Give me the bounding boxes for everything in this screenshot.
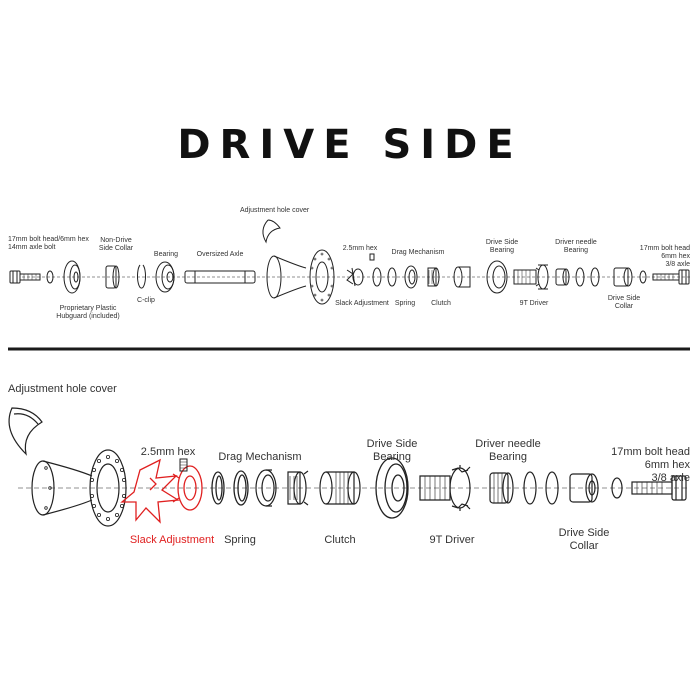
top-drag-ring [372,267,382,287]
top-label-spring: Spring [394,300,416,307]
bottom-ds-collar [569,473,599,503]
bottom-label-ds-collar: Drive Side Collar [558,527,610,552]
top-label-hex: 2.5mm hex [342,245,378,252]
bottom-label-spring: Spring [224,534,256,546]
bottom-drag-mechanism [255,469,277,507]
bottom-needle-bearing [489,472,514,504]
bottom-washer [611,477,623,499]
page-title: DRIVE SIDE [177,122,523,168]
top-left-bolt [9,270,41,284]
top-washer-right [639,270,647,284]
top-ds-bearing [486,260,508,294]
top-label-bearing: Bearing [153,251,179,258]
top-label-bolt: 17mm bolt head/6mm hex 14mm axle bolt [8,236,89,251]
top-clutch-ring [453,266,471,288]
bottom-ring-a [523,471,537,505]
top-ring-a [575,267,585,287]
bottom-label-needle: Driver needle Bearing [475,438,541,463]
top-right-bolt [652,269,690,285]
top-label-clutch: Clutch [431,300,451,307]
bottom-clutch-ratchet [287,470,309,506]
top-nd-collar [105,265,120,289]
bottom-right-bolt [631,475,687,501]
top-bearing [155,261,175,293]
top-cclip [137,264,146,289]
bottom-label-driver: 9T Driver [429,534,475,546]
bottom-label-hole-cover: Adjustment hole cover [8,383,117,395]
bottom-slack-adjustment [120,458,203,524]
bottom-label-right-bolt: 17mm bolt head 6mm hex 3/8 axle [611,446,690,484]
top-label-nd-collar: Non-Drive Side Collar [98,237,134,252]
top-axle [184,270,256,284]
bottom-driver [419,465,471,511]
bottom-label-drag: Drag Mechanism [218,451,302,463]
top-label-driver: 9T Driver [519,300,549,307]
top-washer [46,270,54,284]
top-hole-cover [262,219,281,244]
bottom-ring-b [545,471,559,505]
top-spring [387,267,397,287]
top-label-drag: Drag Mechanism [391,249,445,256]
bottom-spring [233,470,249,506]
top-needle-bearing [555,268,570,286]
bottom-ds-bearing [375,457,409,519]
top-label-needle: Driver needle Bearing [555,239,597,254]
bottom-label-slack: Slack Adjustment [129,534,215,546]
top-label-ds-bearing: Drive Side Bearing [485,239,519,254]
bottom-label-clutch: Clutch [324,534,356,546]
top-label-cclip: C-clip [137,297,155,304]
top-ds-collar [613,267,633,287]
bottom-label-hex: 2.5mm hex [140,446,196,458]
top-label-right-bolt: 17mm bolt head 6mm hex 3/8 axle [639,245,690,268]
top-label-axle: Oversized Axle [196,251,244,258]
top-label-hole-cover: Adjustment hole cover [240,207,310,214]
top-hub-shell [266,249,335,305]
top-drag-mechanism [404,265,418,289]
bottom-drag-ring [211,471,225,505]
top-clutch [427,267,440,287]
top-label-slack: Slack Adjustment [335,300,389,307]
top-label-ds-collar: Drive Side Collar [607,295,641,310]
bottom-hole-cover [8,407,43,456]
bottom-hex-screw [179,458,188,472]
top-label-hubguard: Proprietary Plastic Hubguard (included) [56,305,120,320]
top-slack-adjustment [346,267,364,287]
bottom-label-ds-bearing: Drive Side Bearing [366,438,418,463]
bottom-clutch [319,471,361,505]
top-driver [513,264,549,290]
top-hubguard [63,260,81,294]
bottom-hub-shell [31,449,127,527]
top-ring-b [590,267,600,287]
top-hex [369,253,375,261]
